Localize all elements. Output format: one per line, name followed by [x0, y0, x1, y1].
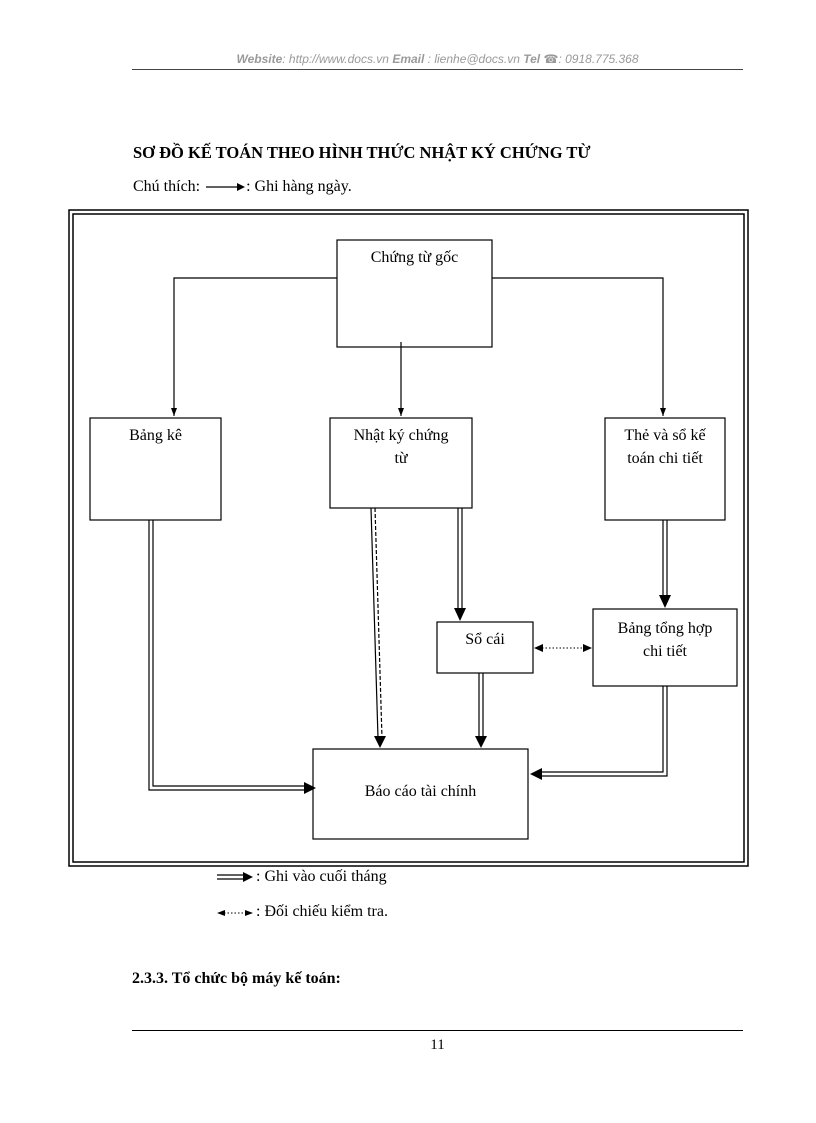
legend-daily-text: : Ghi hàng ngày.	[246, 178, 352, 195]
tel-label: Tel	[523, 52, 541, 66]
box-chung-tu-goc	[336, 239, 493, 348]
legend-note-label: Chú thích:	[133, 178, 201, 195]
box-so-cai	[436, 621, 534, 674]
label-bang-tong-hop-line1: Bảng tổng hợp	[618, 620, 713, 637]
label-bang-tong-hop-line2: chi tiết	[643, 643, 688, 660]
double-arrow-icon	[217, 872, 253, 882]
dotted-bidirectional-arrow-icon	[217, 910, 253, 916]
arrow-bang-ke-to-bao-cao	[148, 520, 316, 794]
box-bao-cao-tai-chinh	[312, 748, 529, 840]
arrow-nhat-ky-to-bao-cao	[370, 507, 386, 748]
diagram-frame-inner	[72, 213, 745, 863]
footer-divider	[132, 1030, 743, 1031]
arrow-nhat-ky-to-so-cai	[454, 508, 466, 621]
label-the-so-line1: Thẻ và sổ kế	[624, 427, 706, 444]
diagram-frame-outer	[68, 209, 749, 867]
box-the-so-ke-toan	[604, 417, 726, 521]
arrow-the-so-to-bang-tong-hop	[659, 520, 671, 608]
label-the-so-line2: toán chi tiết	[627, 450, 703, 467]
tel-value: : 0918.775.368	[558, 52, 639, 66]
legend-reconcile: : Đối chiếu kiểm tra.	[256, 903, 388, 920]
single-arrow-icon	[206, 183, 246, 192]
label-so-cai: Sổ cái	[465, 631, 505, 648]
arrow-reconcile-so-cai-bang-tong-hop	[534, 644, 592, 652]
arrow-bang-tong-hop-to-bao-cao	[530, 686, 668, 780]
website-label: Website	[236, 52, 283, 66]
label-chung-tu-goc: Chứng từ gốc	[371, 249, 459, 266]
arrow-goc-to-the-so	[492, 277, 666, 416]
page-title: SƠ ĐỒ KẾ TOÁN THEO HÌNH THỨC NHẬT KÝ CHỨ…	[133, 143, 591, 162]
email-value[interactable]: : lienhe@docs.vn	[427, 52, 520, 66]
phone-icon: ☎	[543, 52, 559, 66]
section-heading: 2.3.3. Tổ chức bộ máy kế toán:	[132, 970, 341, 987]
page-header: Website: http://www.docs.vn Email : lien…	[132, 52, 743, 66]
legend-daily: Chú thích: : Ghi hàng ngày.	[133, 178, 352, 196]
box-bang-ke	[89, 417, 222, 521]
box-nhat-ky-chung-tu	[329, 417, 473, 509]
label-nhat-ky-line2: từ	[394, 450, 408, 467]
arrow-so-cai-to-bao-cao	[475, 673, 487, 748]
label-bao-cao: Báo cáo tài chính	[365, 783, 477, 800]
page-number: 11	[430, 1037, 445, 1053]
legend-month-end: : Ghi vào cuối tháng	[256, 868, 387, 885]
label-nhat-ky-line1: Nhật ký chứng	[354, 427, 449, 444]
header-divider	[132, 69, 743, 70]
email-label: Email	[392, 52, 425, 66]
box-bang-tong-hop	[592, 608, 738, 687]
website-url[interactable]: : http://www.docs.vn	[282, 52, 389, 66]
arrow-goc-to-bang-ke	[171, 277, 337, 416]
label-bang-ke: Bảng kê	[129, 427, 182, 444]
